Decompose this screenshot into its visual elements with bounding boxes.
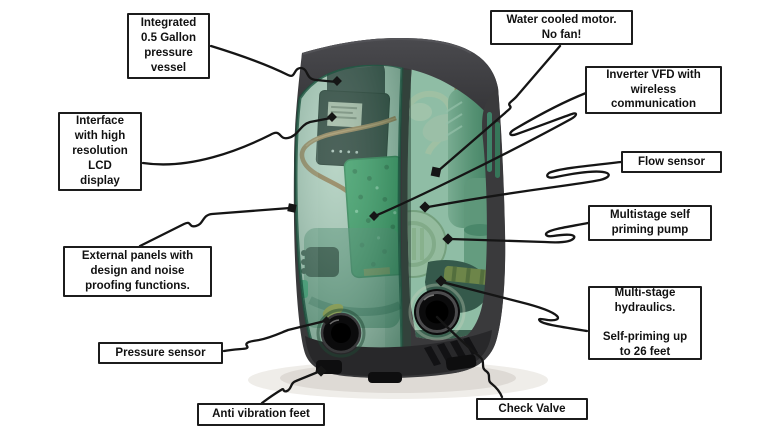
check-valve-port: [408, 283, 466, 341]
callout-inverter-vfd-text: Inverter VFD with wireless communication: [606, 68, 701, 111]
brass-fitting: [443, 265, 495, 286]
callout-inverter-vfd: Inverter VFD with wireless communication: [585, 66, 722, 114]
leader-lcd-display: [141, 116, 333, 166]
callout-external-panels-text: External panels with design and noise pr…: [81, 250, 194, 292]
leader-flow-sensor: [426, 160, 623, 209]
callout-pressure-vessel: Integrated 0.5 Gallon pressure vessel: [127, 13, 210, 79]
leader-inverter-vfd: [373, 91, 588, 218]
base-ribs: [424, 337, 478, 366]
top-cap: [299, 38, 500, 130]
callout-multistage-pump: Multistage self priming pump: [588, 205, 712, 241]
leader-lines: [138, 44, 623, 405]
callout-lcd-display-text: Interface with high resolution LCD displ…: [72, 115, 128, 187]
leader-pressure-vessel: [209, 44, 339, 84]
callout-water-cooled-motor: Water cooled motor. No fan!: [490, 10, 633, 45]
callout-check-valve-text: Check Valve: [498, 402, 566, 415]
callout-external-panels: External panels with design and noise pr…: [63, 246, 212, 297]
callout-multistage-hydraulics: Multi-stage hydraulics. Self-priming up …: [588, 286, 702, 360]
leader-water-cooled-motor: [436, 44, 562, 173]
callout-pressure-vessel-text: Integrated 0.5 Gallon pressure vessel: [140, 17, 197, 74]
callout-multistage-hydraulics-text: Multi-stage hydraulics. Self-priming up …: [602, 286, 688, 359]
callout-pressure-sensor: Pressure sensor: [98, 342, 223, 364]
base: [305, 330, 492, 377]
callout-anti-vibration-feet-text: Anti vibration feet: [212, 408, 310, 421]
leader-multistage-pump: [448, 221, 590, 244]
cap-highlight: [302, 37, 472, 55]
callout-lcd-display: Interface with high resolution LCD displ…: [58, 112, 142, 191]
leader-anti-vibration-feet: [260, 370, 320, 405]
callout-flow-sensor-text: Flow sensor: [637, 155, 706, 168]
callout-water-cooled-motor-text: Water cooled motor. No fan!: [506, 13, 617, 41]
center-frame-strip: [402, 70, 411, 348]
callout-multistage-pump-text: Multistage self priming pump: [610, 209, 690, 236]
leader-multistage-hydraulics: [440, 280, 589, 333]
pressure-sensor-port: [316, 308, 366, 358]
callout-pressure-sensor-text: Pressure sensor: [115, 346, 206, 359]
callout-check-valve: Check Valve: [476, 398, 588, 420]
leader-external-panels: [138, 206, 292, 248]
callout-flow-sensor: Flow sensor: [621, 151, 722, 173]
leader-pressure-sensor: [222, 319, 327, 353]
callout-anti-vibration-feet: Anti vibration feet: [197, 403, 325, 426]
leader-check-valve: [435, 315, 504, 399]
